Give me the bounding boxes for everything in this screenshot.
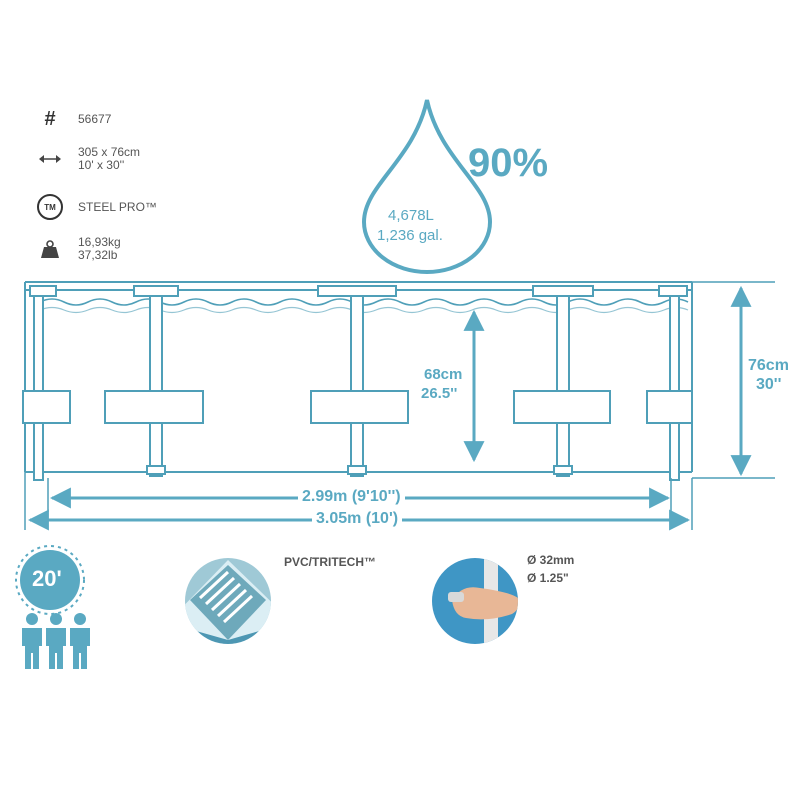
frame-legs <box>33 295 680 481</box>
weight-kg: 16,93kg <box>78 235 121 249</box>
wall-height-cm: 76cm <box>748 357 789 374</box>
volume-liters: 4,678L <box>388 207 434 224</box>
weight-icon <box>34 240 66 258</box>
water-drop-icon <box>361 99 493 274</box>
size-metric: 305 x 76cm <box>78 145 141 159</box>
inner-diameter-label: 2.99m (9'10'') <box>298 488 405 506</box>
three-people-icon <box>22 613 90 669</box>
frame-diameter-in: Ø 1.25" <box>527 571 569 585</box>
volume-gallons: 1,236 gal. <box>377 227 443 244</box>
wall-height-in: 30'' <box>756 376 782 393</box>
outer-diameter-label: 3.05m (10') <box>312 510 403 528</box>
fill-percent: 90% <box>468 141 549 185</box>
trademark-icon: TM <box>37 194 63 220</box>
leg-sleeves <box>22 390 693 424</box>
hash-icon: # <box>44 108 56 130</box>
setup-minutes: 20' <box>32 566 62 591</box>
size-imperial: 10' x 30'' <box>78 158 125 172</box>
spec-frame: TM STEEL PRO™ <box>34 194 157 220</box>
leg-feet <box>146 465 573 475</box>
water-height-in: 26.5'' <box>421 385 458 402</box>
setup-time-clock-icon <box>15 545 85 615</box>
weight-lb: 37,32lb <box>78 248 118 262</box>
frame-grip-icon <box>432 558 518 644</box>
spec-size: 305 x 76cm 10' x 30'' <box>34 146 140 172</box>
double-arrow-icon <box>34 154 66 164</box>
tritech-material-icon <box>185 558 271 644</box>
frame-diameter-mm: Ø 32mm <box>527 553 575 567</box>
spec-model: # 56677 <box>34 108 111 131</box>
spec-weight: 16,93kg 37,32lb <box>34 236 121 262</box>
water-height-cm: 68cm <box>424 366 463 383</box>
material-label: PVC/TRITECH™ <box>284 555 377 569</box>
frame-name: STEEL PRO™ <box>78 199 157 214</box>
model-number: 56677 <box>78 112 112 126</box>
